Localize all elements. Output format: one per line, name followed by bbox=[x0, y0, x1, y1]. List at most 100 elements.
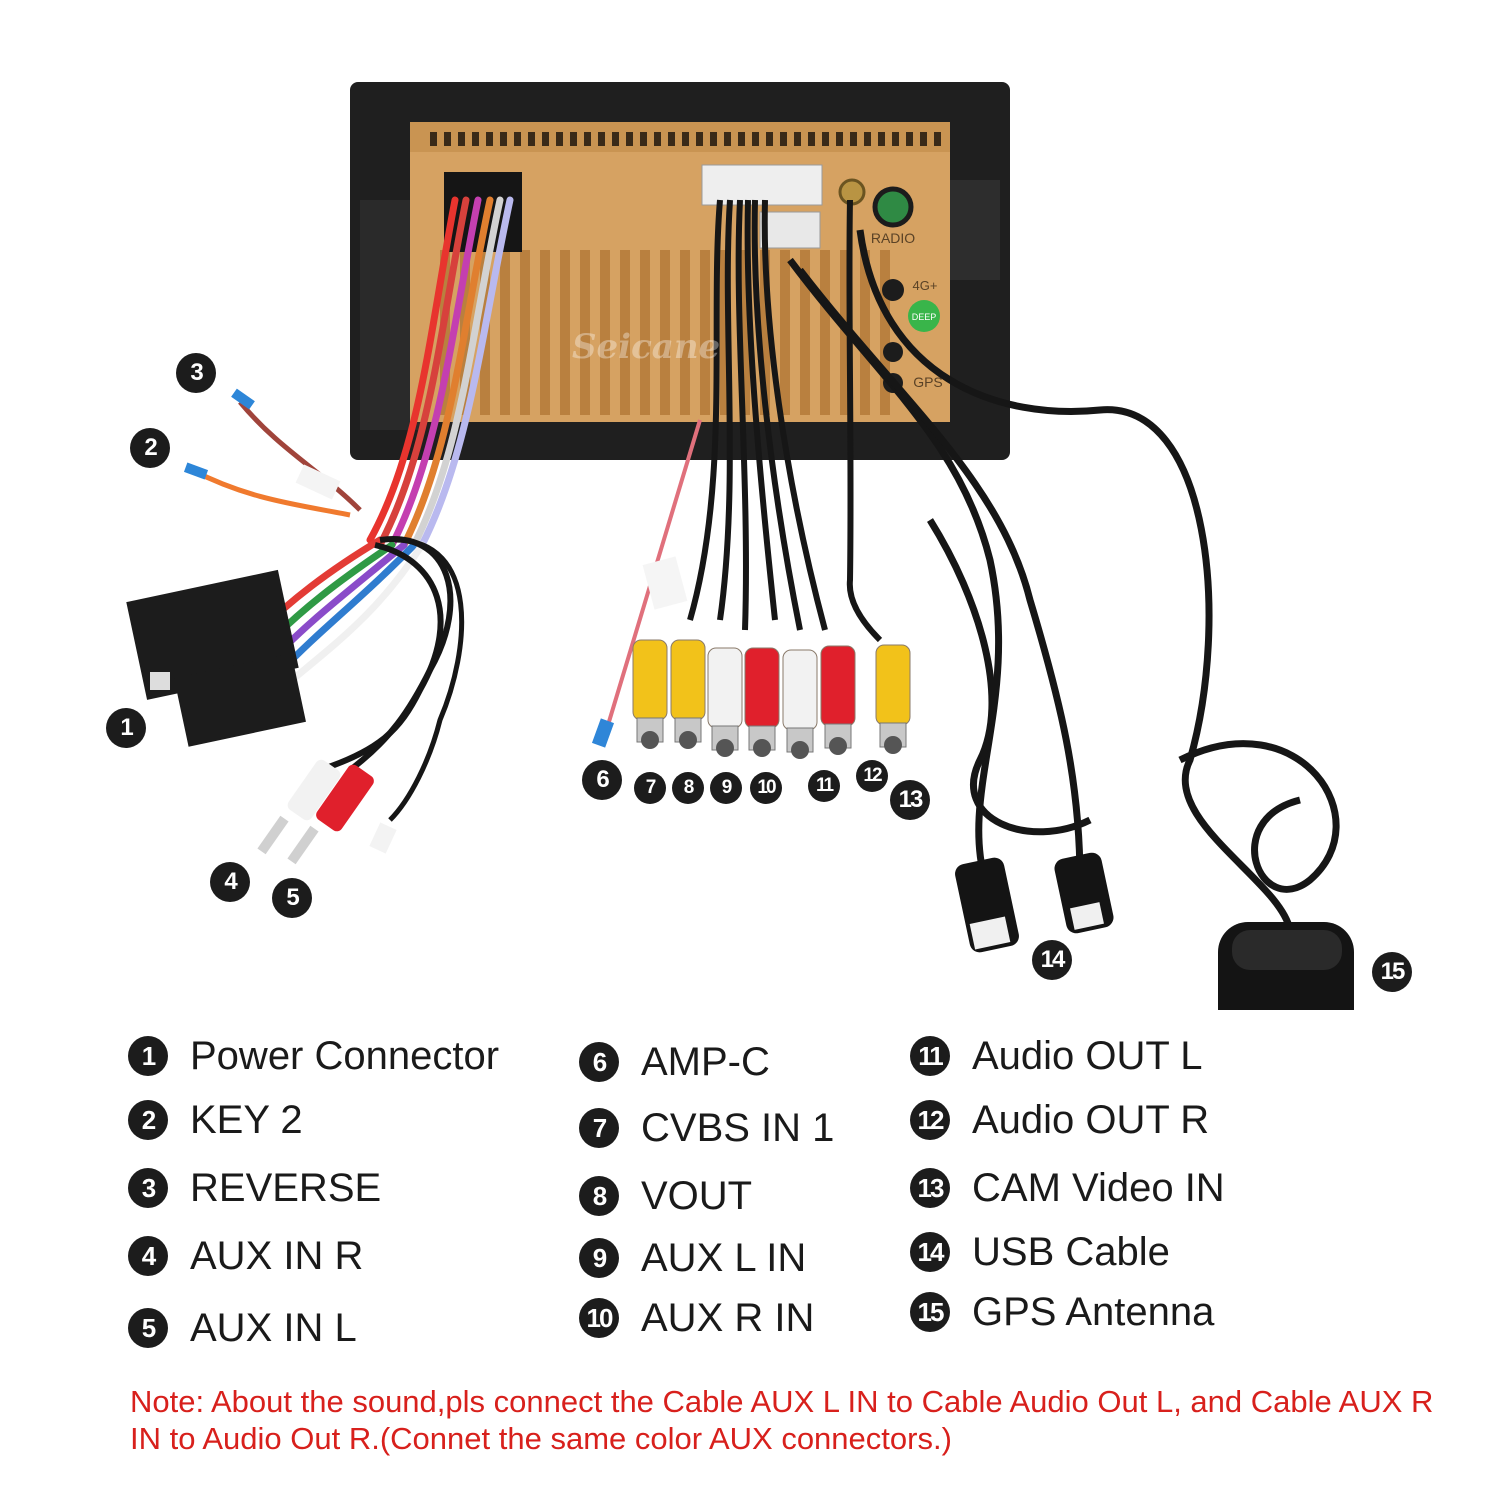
vent-slot bbox=[892, 132, 899, 146]
multi-pin-socket bbox=[701, 164, 823, 206]
lte-label: 4G+ bbox=[913, 278, 938, 293]
vent-slot bbox=[752, 132, 759, 146]
heatsink-fin bbox=[640, 250, 650, 415]
legend-item: 14 USB Cable bbox=[910, 1226, 1170, 1278]
legend-item: 11 Audio OUT L bbox=[910, 1030, 1203, 1082]
vent-slot bbox=[864, 132, 871, 146]
heatsink-fin bbox=[660, 250, 670, 415]
callout-5: 5 bbox=[272, 878, 312, 918]
rca-plug bbox=[744, 647, 780, 757]
legend-label: CVBS IN 1 bbox=[641, 1105, 835, 1150]
legend-item: 3 REVERSE bbox=[128, 1162, 381, 1214]
gps-label: GPS bbox=[913, 374, 943, 390]
radio-label: RADIO bbox=[871, 230, 915, 246]
legend-number: 3 bbox=[128, 1168, 168, 1208]
heatsink-fin bbox=[520, 250, 530, 415]
legend-item: 5 AUX IN L bbox=[128, 1302, 357, 1354]
legend-item: 8 VOUT bbox=[579, 1170, 752, 1222]
legend-label: AUX R IN bbox=[641, 1295, 815, 1340]
vent-slot bbox=[738, 132, 745, 146]
legend-item: 9 AUX L IN bbox=[579, 1232, 806, 1284]
head-unit-illustration: RADIO 4G+ DEEP GPS bbox=[126, 82, 1354, 1010]
callout-12: 12 bbox=[856, 760, 888, 792]
legend-number: 6 bbox=[579, 1042, 619, 1082]
callout-6: 6 bbox=[582, 760, 622, 800]
vent-slot bbox=[542, 132, 549, 146]
legend-label: AUX IN L bbox=[190, 1305, 357, 1350]
heatsink-fin bbox=[540, 250, 550, 415]
legend-label: CAM Video IN bbox=[972, 1165, 1225, 1210]
rca-connectors bbox=[632, 639, 911, 759]
legend-label: Power Connector bbox=[190, 1033, 500, 1078]
vent-slot bbox=[794, 132, 801, 146]
vent-slot bbox=[626, 132, 633, 146]
heatsink-fin bbox=[800, 250, 810, 415]
legend-number: 4 bbox=[128, 1236, 168, 1276]
legend-item: 10 AUX R IN bbox=[579, 1292, 814, 1344]
sim-label: DEEP bbox=[912, 312, 937, 322]
heatsink-fin bbox=[620, 250, 630, 415]
heatsink-fin bbox=[680, 250, 690, 415]
vent-slot bbox=[766, 132, 773, 146]
vent-slot bbox=[836, 132, 843, 146]
legend-item: 15 GPS Antenna bbox=[910, 1286, 1214, 1338]
legend-label: GPS Antenna bbox=[972, 1289, 1215, 1334]
rca-plug bbox=[707, 647, 743, 757]
legend-label: AMP-C bbox=[641, 1039, 770, 1084]
vent-slot bbox=[612, 132, 619, 146]
rca-plug bbox=[875, 644, 911, 754]
vent-slot bbox=[654, 132, 661, 146]
vent-slot bbox=[570, 132, 577, 146]
brand-watermark: Seicane bbox=[572, 327, 721, 367]
legend-number: 2 bbox=[128, 1100, 168, 1140]
vent-slot bbox=[486, 132, 493, 146]
legend-label: KEY 2 bbox=[190, 1097, 303, 1142]
heatsink-fin bbox=[880, 250, 890, 415]
legend-item: 6 AMP-C bbox=[579, 1036, 770, 1088]
legend-number: 11 bbox=[910, 1036, 950, 1076]
lte-socket bbox=[882, 279, 904, 301]
usb-gps-cables bbox=[787, 229, 1340, 931]
power-connector-block bbox=[126, 569, 306, 747]
vent-slot bbox=[850, 132, 857, 146]
heatsink-fin bbox=[860, 250, 870, 415]
rca-plug bbox=[632, 639, 668, 749]
vent-slot bbox=[808, 132, 815, 146]
callout-7: 7 bbox=[634, 772, 666, 804]
legend-number: 13 bbox=[910, 1168, 950, 1208]
heatsink-fin bbox=[740, 250, 750, 415]
legend-item: 4 AUX IN R bbox=[128, 1230, 363, 1282]
callout-13: 13 bbox=[890, 780, 930, 820]
legend-number: 9 bbox=[579, 1238, 619, 1278]
legend-label: REVERSE bbox=[190, 1165, 382, 1210]
vent-slot bbox=[472, 132, 479, 146]
callout-4: 4 bbox=[210, 862, 250, 902]
vent-slot bbox=[500, 132, 507, 146]
legend-label: Audio OUT L bbox=[972, 1033, 1203, 1078]
legend-label: AUX L IN bbox=[641, 1235, 807, 1280]
vent-slot bbox=[906, 132, 913, 146]
heatsink-fin bbox=[780, 250, 790, 415]
vent-slot bbox=[682, 132, 689, 146]
vent-slot bbox=[710, 132, 717, 146]
legend-number: 15 bbox=[910, 1292, 950, 1332]
vent-slot bbox=[878, 132, 885, 146]
heatsink-fin bbox=[760, 250, 770, 415]
vent-slot bbox=[920, 132, 927, 146]
callout-2: 2 bbox=[130, 428, 170, 468]
amp-c-tip bbox=[591, 718, 615, 748]
heatsink-fin bbox=[700, 250, 710, 415]
legend-label: Audio OUT R bbox=[972, 1097, 1210, 1142]
vent-slot bbox=[430, 132, 437, 146]
heatsink-fin bbox=[600, 250, 610, 415]
legend-label: AUX IN R bbox=[190, 1233, 364, 1278]
vent-slot bbox=[444, 132, 451, 146]
vent-slot bbox=[724, 132, 731, 146]
legend-number: 7 bbox=[579, 1108, 619, 1148]
rca-plug bbox=[670, 639, 706, 749]
legend-item: 1 Power Connector bbox=[128, 1030, 499, 1082]
gps-socket bbox=[872, 186, 914, 228]
vent-slot bbox=[934, 132, 941, 146]
heatsink-fin bbox=[500, 250, 510, 415]
